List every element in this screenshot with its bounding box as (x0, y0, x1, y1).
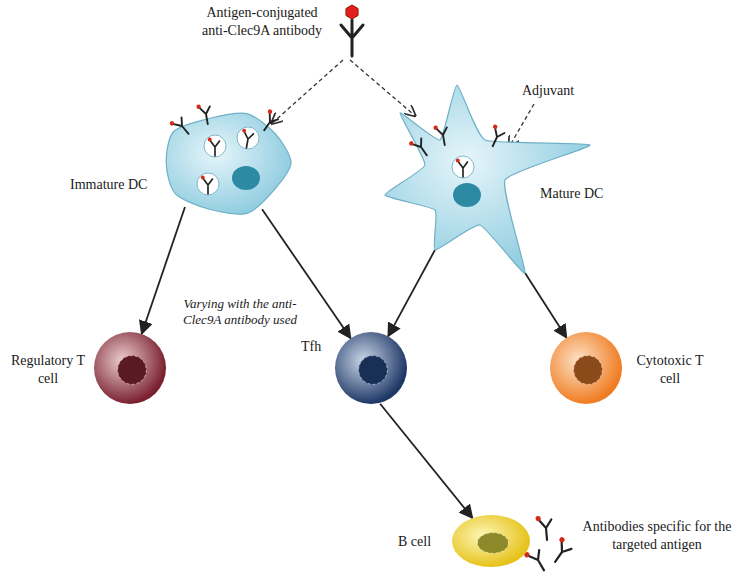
tfh-cell: Tfh (333, 330, 409, 406)
blob-outline (160, 108, 295, 218)
star-outline (385, 85, 595, 275)
antibody-symbol (456, 159, 468, 177)
connector-arrow (350, 60, 415, 116)
antibody-symbol (208, 138, 220, 156)
antibody-symbol (547, 536, 574, 565)
node-label: Cytotoxic T cell (632, 352, 708, 387)
antibody-symbol (257, 109, 280, 134)
nucleus (118, 356, 147, 385)
antibody-symbol (535, 515, 553, 541)
antibody-symbol (169, 115, 193, 140)
cell-body (166, 113, 291, 214)
antibody-output-label: Antibodies specific for the targeted ant… (575, 518, 739, 553)
cell-outline (333, 330, 409, 406)
connector-arrow (272, 60, 343, 124)
nucleus (359, 356, 388, 385)
cell-body (385, 85, 590, 273)
antibody-symbol (341, 20, 363, 56)
endosome (204, 135, 226, 157)
immature-dc: Immature DC (160, 108, 295, 218)
adjuvant-label: Adjuvant (520, 82, 576, 100)
annotation-note: Varying with the anti-Clec9A antibody us… (163, 296, 317, 329)
cell-body (452, 515, 530, 567)
node-label: Immature DC (70, 176, 147, 194)
nucleus (453, 183, 481, 207)
node-label: Antigen-conjugated anti-Clec9A antibody (192, 4, 332, 39)
regulatory-t-cell: Regulatory T cell (92, 330, 168, 406)
node-label: Tfh (301, 338, 321, 356)
endosome (237, 127, 259, 149)
cell-body (550, 332, 622, 404)
antibody-symbol (408, 135, 431, 160)
endosome (452, 156, 474, 178)
connector-arrow (388, 250, 435, 336)
antibody-symbol (485, 124, 506, 149)
node-label: Mature DC (540, 185, 603, 203)
mature-dc: Mature DC (385, 85, 595, 275)
cell-body (94, 332, 166, 404)
antigen-hexagon (346, 5, 358, 19)
nucleus (232, 166, 260, 190)
adjuvant-arrow (509, 104, 534, 147)
cell-outline (92, 330, 168, 406)
endosome (197, 173, 219, 195)
node-label: Regulatory T cell (8, 352, 88, 387)
connector-arrow (380, 404, 472, 518)
antibody-symbol (196, 103, 213, 126)
antibody-symbol (201, 176, 213, 194)
b-cell: B cell (450, 513, 532, 569)
connector-arrow (525, 273, 566, 338)
cytotoxic-t-cell: Cytotoxic T cell (548, 330, 624, 406)
cell-outline (450, 513, 532, 569)
nucleus (477, 533, 508, 554)
nucleus (574, 356, 603, 385)
node-label: B cell (398, 533, 431, 551)
antibody-source: Antigen-conjugated anti-Clec9A antibody (190, 0, 370, 60)
antibody-symbol (239, 128, 254, 148)
cell-body (335, 332, 407, 404)
antibody-symbol (433, 124, 450, 147)
cell-outline (548, 330, 624, 406)
